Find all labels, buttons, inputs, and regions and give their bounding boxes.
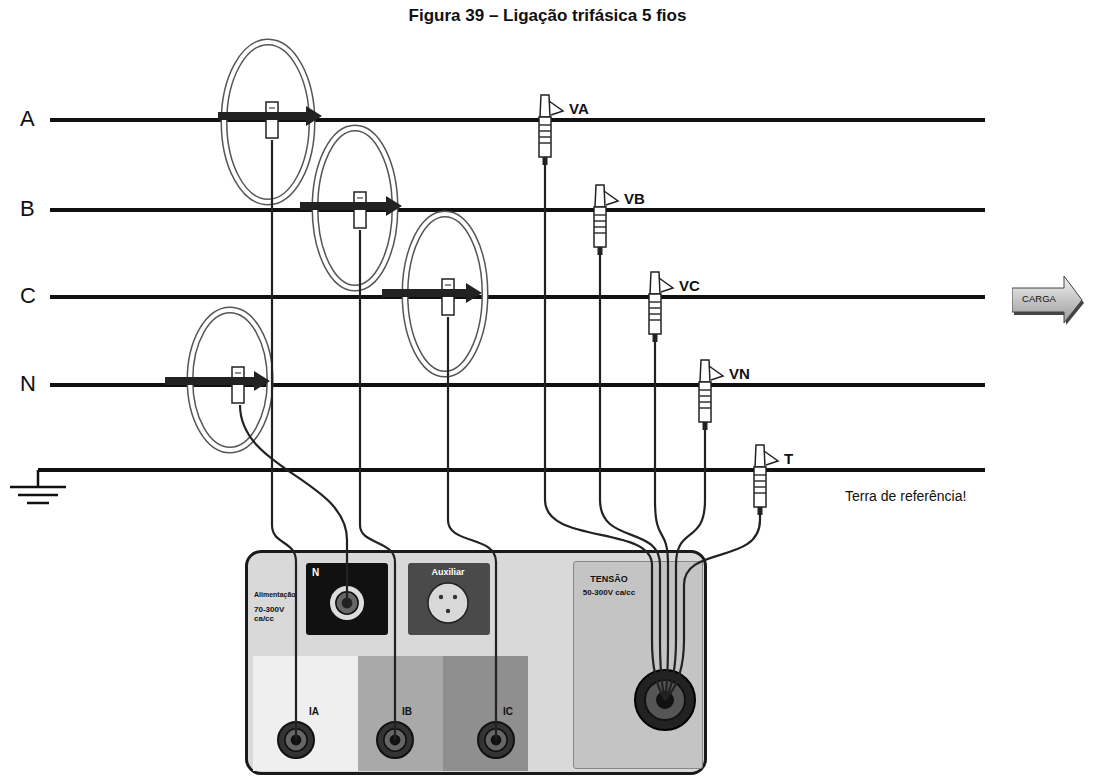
clip-grip xyxy=(594,214,606,216)
current-direction-arrow xyxy=(382,283,482,303)
clip-boot xyxy=(653,334,658,342)
current-direction-arrow xyxy=(218,106,322,126)
node-label: Auxiliar xyxy=(408,567,488,577)
clip-jaw xyxy=(755,445,765,467)
clip-lever xyxy=(659,278,673,292)
node-label: CARGA xyxy=(1013,294,1065,305)
clip-grip xyxy=(539,142,551,144)
clamp-ring-inner xyxy=(224,42,312,202)
clip-grip xyxy=(699,395,711,397)
clamp-detail xyxy=(357,198,363,199)
clip-grip xyxy=(594,220,606,222)
clip-body xyxy=(699,382,711,422)
current-probe-wire xyxy=(240,405,347,603)
current-direction-arrow xyxy=(300,196,402,216)
ground-probe-label: T xyxy=(784,450,793,467)
voltage-probe-label: VB xyxy=(624,190,645,207)
probe-wires xyxy=(240,140,760,740)
node-label: IA xyxy=(309,706,319,718)
clip-grip xyxy=(754,474,766,476)
node-label: N xyxy=(312,567,319,579)
node-label: IC xyxy=(503,706,513,718)
clip-grip xyxy=(649,307,661,309)
clip-lever xyxy=(549,101,563,115)
voltage-probe-wire xyxy=(655,342,668,700)
panel-sockets xyxy=(278,583,695,758)
clip-grip xyxy=(699,389,711,391)
clip-grip xyxy=(594,226,606,228)
clamp-ring xyxy=(224,42,312,202)
current-probe-wire xyxy=(448,317,496,740)
voltage-probe-label: VC xyxy=(679,277,700,294)
clip-boot xyxy=(703,422,708,430)
clip-grip xyxy=(539,136,551,138)
auxiliary-pin xyxy=(446,609,450,613)
clip-grip xyxy=(754,480,766,482)
clip-jaw xyxy=(595,185,605,207)
voltage-probe-wire xyxy=(545,165,665,700)
clip-body xyxy=(754,467,766,507)
clip-grip xyxy=(539,130,551,132)
current-probe-wire xyxy=(272,140,296,740)
clamp-detail xyxy=(235,373,241,374)
clip-lever xyxy=(604,191,618,205)
phase-label: B xyxy=(20,196,35,221)
auxiliary-socket xyxy=(428,583,468,623)
clip-lever xyxy=(709,366,723,380)
node-label: IB xyxy=(402,706,412,718)
auxiliary-pin xyxy=(453,595,457,599)
clip-body xyxy=(649,294,661,334)
current-probe-wire xyxy=(360,230,395,740)
node-sublabel: 50-300V ca/cc xyxy=(578,588,640,597)
neutral-label: N xyxy=(20,371,36,396)
node-sublabel: 70-300V ca/cc xyxy=(254,605,298,623)
clip-grip xyxy=(649,319,661,321)
clip-jaw xyxy=(700,360,710,382)
clamp-detail xyxy=(445,285,451,286)
voltage-probe-wire xyxy=(665,515,760,700)
phase-label: C xyxy=(20,283,36,308)
auxiliary-pin xyxy=(439,595,443,599)
clip-jaw xyxy=(650,272,660,294)
clip-jaw xyxy=(540,95,550,117)
clip-lever xyxy=(764,451,778,465)
clip-grip xyxy=(754,486,766,488)
voltage-probe-label: VN xyxy=(729,365,750,382)
voltage-probe-label: VA xyxy=(569,100,589,117)
clip-grip xyxy=(754,492,766,494)
clip-grip xyxy=(699,407,711,409)
voltage-clips xyxy=(539,95,778,515)
clip-grip xyxy=(594,232,606,234)
load-arrow-body xyxy=(1012,276,1082,323)
figure-title: Figura 39 – Ligação trifásica 5 fios xyxy=(0,6,1095,26)
voltage-probe-wire xyxy=(665,430,705,700)
clip-body xyxy=(539,117,551,157)
node-label: Alimentação xyxy=(254,591,298,599)
node-label: TENSÃO xyxy=(578,574,640,584)
clip-grip xyxy=(649,301,661,303)
note: Terra de referência! xyxy=(845,488,966,504)
clip-grip xyxy=(649,313,661,315)
clip-boot xyxy=(543,157,548,165)
clip-boot xyxy=(758,507,763,515)
clip-grip xyxy=(539,124,551,126)
ground-symbol xyxy=(10,470,66,503)
load-arrow: CARGA xyxy=(1012,276,1085,326)
phase-label: A xyxy=(20,106,35,131)
current-direction-arrow xyxy=(165,371,270,391)
clip-grip xyxy=(699,401,711,403)
current-clamps xyxy=(165,42,485,450)
clip-body xyxy=(594,207,606,247)
conductor-lines xyxy=(38,120,985,470)
clamp-detail xyxy=(269,108,275,109)
clip-boot xyxy=(598,247,603,255)
